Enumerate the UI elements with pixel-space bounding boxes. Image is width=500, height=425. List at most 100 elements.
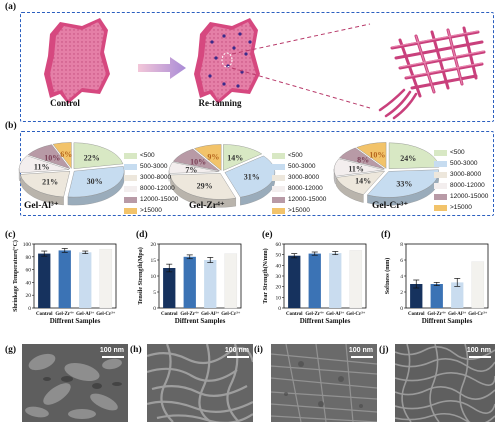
pie-slice: [52, 142, 72, 169]
sem-texture-cr: [395, 344, 495, 422]
legend-entry: <500: [272, 150, 326, 161]
legend-label: 3000-8000: [450, 171, 482, 178]
bar: [183, 256, 196, 308]
x-axis-label: Diffrent Samples: [300, 317, 351, 325]
control-label: Control: [50, 98, 80, 108]
x-tick-label: Control: [408, 312, 425, 317]
control-hide-shape: [44, 18, 110, 104]
y-tick-label: 0: [400, 306, 403, 312]
bar: [349, 250, 363, 309]
legend-swatch: [272, 185, 285, 192]
y-tick-label: 0: [153, 306, 156, 312]
legend-entry: <500: [434, 147, 488, 158]
pie-title-al: Gel-Al³⁺: [24, 201, 59, 211]
x-tick-label: Control: [161, 312, 178, 317]
pie-slice-label: 11%: [348, 165, 364, 174]
legend-entry: >15000: [124, 205, 178, 216]
pie-slice-label: 8%: [357, 156, 369, 165]
pie-slice: [27, 144, 71, 170]
x-tick-label: Gel-Cr³⁺: [346, 311, 365, 317]
pie-slice-label: 7%: [185, 166, 197, 175]
x-tick-label: Gel-Al³⁺: [326, 311, 345, 317]
legend-swatch: [124, 207, 137, 214]
sem-scale-bar: [102, 356, 124, 358]
pie-slice: [73, 142, 124, 169]
legend-swatch: [434, 171, 447, 178]
legend-label: <500: [450, 149, 465, 156]
retanning-label: Re-tanning: [198, 98, 242, 108]
legend-swatch: [434, 204, 447, 211]
pie-slice: [223, 144, 263, 171]
bar: [471, 261, 485, 309]
panel-label-e: (e): [262, 230, 273, 240]
pie-slice-label: 10%: [369, 151, 385, 160]
pie-chart-1: 14%31%29%7%10%9%: [168, 144, 276, 208]
bar: [288, 255, 301, 308]
y-tick-label: 0: [278, 306, 281, 312]
collagen-fiber-network: [378, 26, 486, 120]
plot-frame: [33, 243, 117, 309]
bar: [99, 248, 113, 309]
legend-entry: 12000-15000: [272, 194, 326, 205]
y-tick-label: 2: [400, 290, 403, 296]
legend-entry: 8000-12000: [124, 183, 178, 194]
pie-slice-label: 24%: [400, 154, 416, 163]
panel-label-a: (a): [5, 2, 17, 12]
pie-slice-label: 10%: [190, 158, 206, 167]
pie-slice: [333, 158, 385, 177]
x-tick-label: Gel-Zr⁴⁺: [305, 311, 324, 317]
legend-entry: 12000-15000: [434, 191, 488, 202]
bar: [410, 284, 423, 308]
x-axis-label: Diffrent Samples: [422, 317, 473, 325]
legend-swatch: [272, 196, 285, 203]
legend-entry: 3000-8000: [434, 169, 488, 180]
legend-swatch: [272, 152, 285, 159]
y-axis-label: Softness (mm): [384, 258, 391, 295]
retanned-hide-shape: [194, 18, 260, 104]
legend-swatch: [272, 174, 285, 181]
legend-swatch: [124, 185, 137, 192]
legend-entry: 3000-8000: [124, 172, 178, 183]
legend-label: 8000-12000: [450, 182, 485, 189]
bar: [430, 284, 443, 308]
legend-swatch: [272, 207, 285, 214]
panel-label-h: (h): [130, 345, 142, 355]
legend-entry: 8000-12000: [272, 183, 326, 194]
y-tick-label: 0: [28, 306, 31, 312]
legend-label: 500-3000: [288, 163, 316, 170]
x-tick-label: Gel-Zr⁴⁺: [180, 311, 199, 317]
y-tick-label: 100: [23, 242, 32, 248]
pie-slice: [335, 170, 386, 195]
pie-slice-label: 14%: [227, 153, 243, 162]
pie-slice: [170, 173, 237, 200]
bar: [38, 253, 51, 308]
x-tick-label: Gel-Al³⁺: [76, 311, 95, 317]
legend-swatch: [124, 196, 137, 203]
x-tick-label: Control: [286, 312, 303, 317]
y-tick-label: 15: [151, 258, 157, 264]
legend-entry: 8000-12000: [434, 180, 488, 191]
pie-slice-label: 6%: [60, 150, 72, 159]
panel-label-i: (i): [254, 345, 263, 355]
pie-slice-label: 30%: [87, 177, 103, 186]
pie-slice: [193, 144, 222, 171]
sem-scale-label: 100 nm: [99, 347, 124, 354]
sem-scale-bar: [351, 356, 373, 358]
x-tick-label: Gel-Cr³⁺: [221, 311, 240, 317]
x-tick-label: Control: [36, 312, 53, 317]
bar: [58, 250, 71, 308]
y-tick-label: 20: [276, 285, 282, 291]
legend-label: >15000: [450, 204, 472, 211]
x-tick-label: Gel-Al³⁺: [448, 311, 467, 317]
legend-entry: 3000-8000: [272, 172, 326, 183]
sem-scale-bar: [469, 356, 491, 358]
y-tick-label: 5: [153, 290, 156, 296]
pie-slice: [18, 155, 70, 174]
legend-entry: >15000: [272, 205, 326, 216]
bar: [451, 282, 464, 308]
panel-b-frame: [20, 131, 494, 216]
